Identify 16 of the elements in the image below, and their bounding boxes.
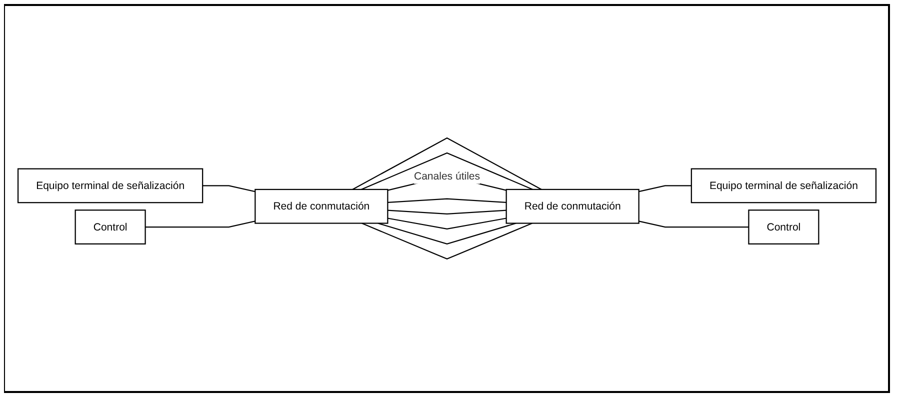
diagram: Canales útiles Equipo terminal de señalización Control Red de conmutación Red de conmutación Equipo terminal de señalización Control xyxy=(12,132,882,265)
connector xyxy=(638,220,748,228)
node-box xyxy=(505,188,639,224)
connector xyxy=(202,185,255,192)
connector xyxy=(377,222,516,245)
node-box xyxy=(690,168,876,204)
node-box xyxy=(16,168,203,204)
connector xyxy=(638,185,691,192)
connector xyxy=(387,218,506,230)
connector xyxy=(387,210,506,214)
node-box xyxy=(74,210,146,244)
node-box xyxy=(254,188,388,224)
connector xyxy=(361,222,532,260)
connector xyxy=(144,220,255,228)
node-box xyxy=(748,210,819,244)
connector xyxy=(387,198,506,203)
